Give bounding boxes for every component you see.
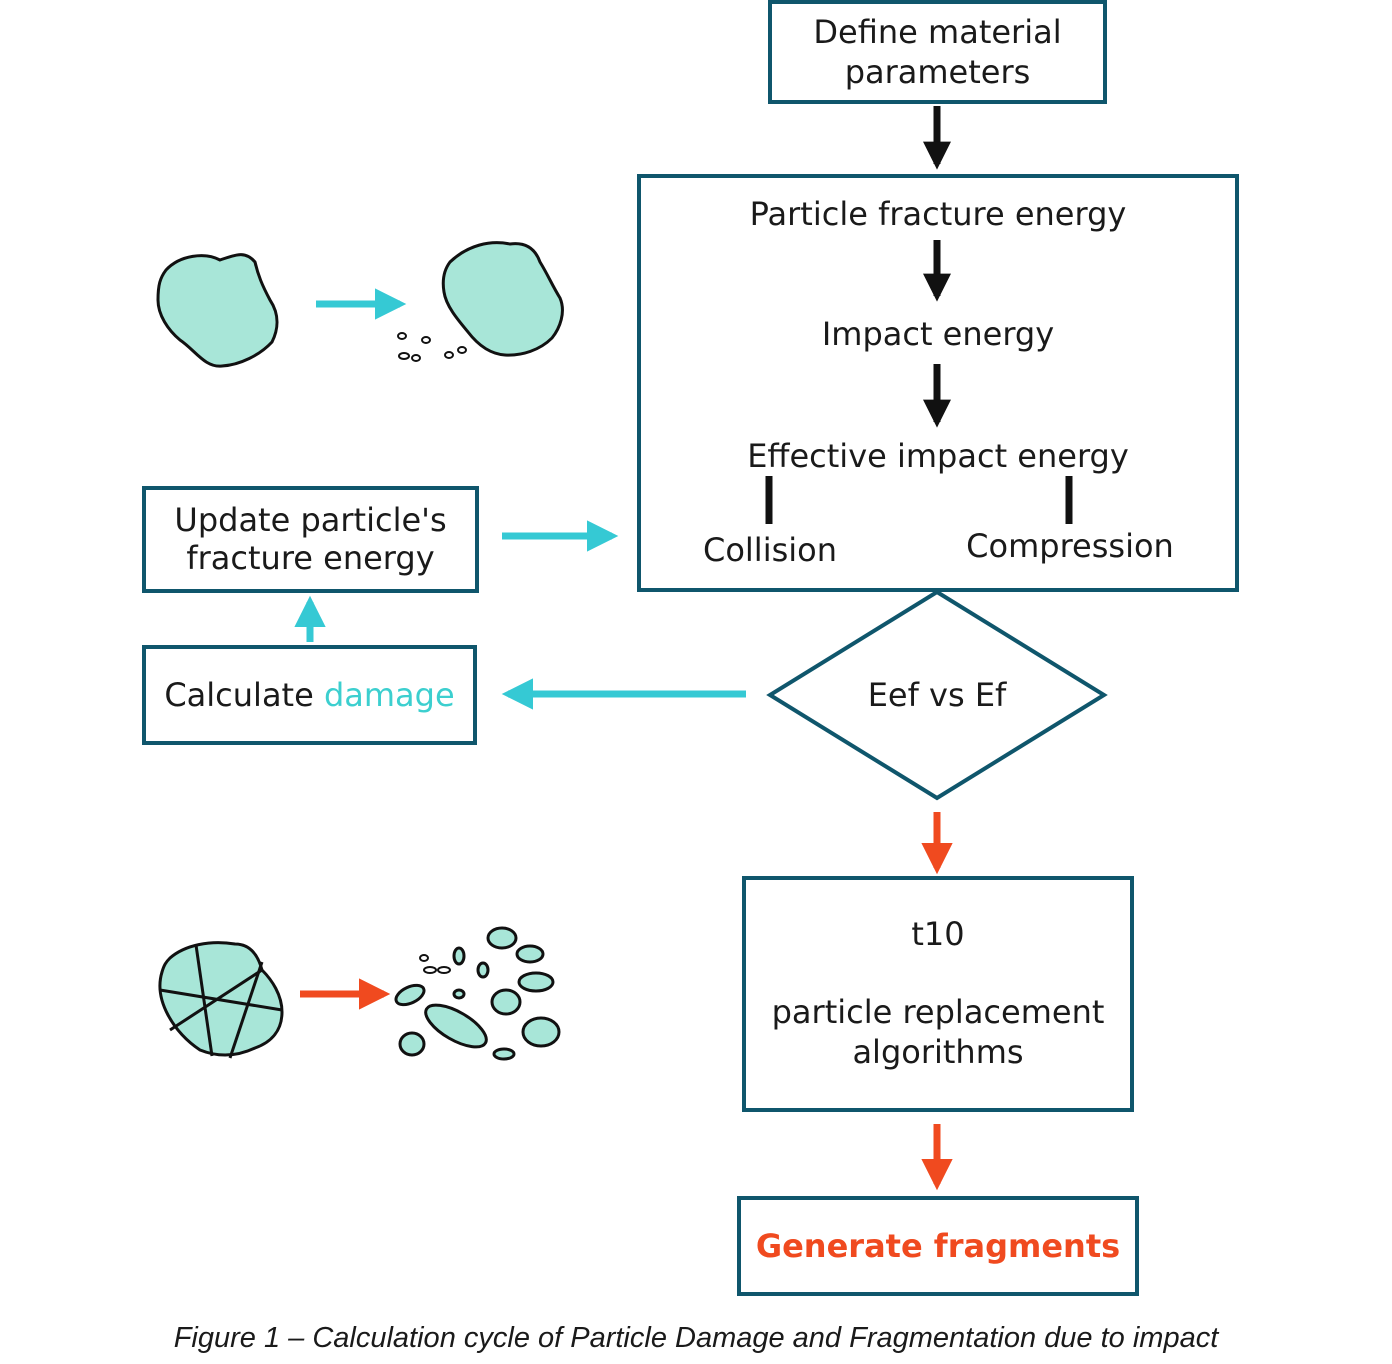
compression-label: Compression xyxy=(966,527,1174,565)
collision-label: Collision xyxy=(702,531,837,569)
calculate-damage-word: damage xyxy=(323,676,455,714)
update-line-2: fracture energy xyxy=(186,539,435,577)
effective-energy-label: Effective impact energy xyxy=(747,437,1129,475)
calculate-prefix: Calculate xyxy=(164,676,324,714)
t10-label: t10 xyxy=(911,915,965,953)
update-line-1: Update particle's xyxy=(174,501,447,539)
fragment-debris xyxy=(419,954,451,974)
particle-chipped xyxy=(441,241,564,357)
particle-intact xyxy=(156,253,279,368)
particle-cracked xyxy=(158,941,284,1059)
update-energy-box: Update particle's fracture energy xyxy=(142,486,479,593)
fracture-energy-label: Particle fracture energy xyxy=(749,195,1127,233)
t10-box: t10 particle replacement algorithms xyxy=(742,876,1134,1112)
decision-diamond xyxy=(766,589,1108,801)
define-line-1: Define material xyxy=(813,13,1062,51)
calculate-label: Calculate damage xyxy=(146,675,473,715)
replacement-line-2: algorithms xyxy=(852,1033,1024,1071)
define-parameters-box: Define material parameters xyxy=(768,0,1107,104)
figure-caption: Figure 1 – Calculation cycle of Particle… xyxy=(173,1322,1219,1354)
fragments xyxy=(394,926,561,1061)
define-line-2: parameters xyxy=(844,53,1031,91)
energy-block xyxy=(637,174,1239,592)
impact-energy-label: Impact energy xyxy=(821,315,1055,353)
replacement-line-1: particle replacement xyxy=(771,993,1105,1031)
generate-fragments-label: Generate fragments xyxy=(755,1227,1121,1265)
generate-fragments-box: Generate fragments xyxy=(737,1196,1139,1296)
chip-debris xyxy=(397,332,467,362)
calculate-damage-box: Calculate damage xyxy=(142,645,477,745)
decision-label: Eef vs Ef xyxy=(867,676,1007,714)
